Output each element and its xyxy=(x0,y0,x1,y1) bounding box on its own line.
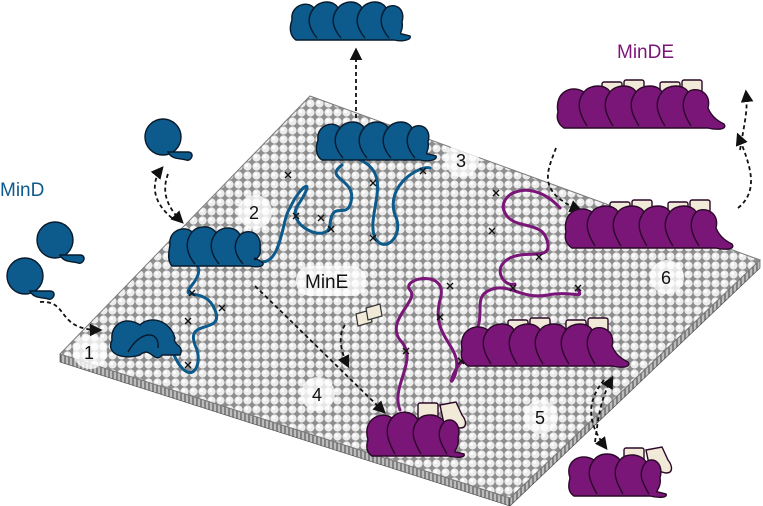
step-label-1: 1 xyxy=(84,343,94,363)
mind-protein-filament-step2 xyxy=(167,226,264,268)
minde-label: MinDE xyxy=(617,42,674,63)
arrow-to-step4 xyxy=(254,285,386,414)
step-badge-3 xyxy=(445,143,479,177)
anchor-crosses xyxy=(184,167,582,369)
step-label-6: 6 xyxy=(661,268,671,288)
minde-complex-step5 xyxy=(460,317,630,368)
arrow-mind-down xyxy=(164,173,184,224)
arrow-minde-up xyxy=(594,375,614,443)
arrow-mind-up xyxy=(150,166,173,219)
mind-protein-filament-step3 xyxy=(315,121,437,162)
mind-protein-single-b xyxy=(6,257,55,300)
minde-complex-released-bottom xyxy=(568,446,673,499)
step-badge-1 xyxy=(73,335,107,369)
mind-protein-single-a xyxy=(36,221,85,264)
arrow-minde-down xyxy=(590,379,608,451)
minde-tethers xyxy=(394,188,582,412)
minde-complex-step4 xyxy=(366,401,467,459)
step-label-3: 3 xyxy=(456,151,466,171)
mind-tethers xyxy=(172,158,432,374)
mind-protein-bound-step1 xyxy=(109,319,182,359)
mind-label: MinD xyxy=(0,180,44,201)
arrow-minde-leave xyxy=(735,132,752,209)
minde-complex-released-top xyxy=(556,79,726,130)
mind-protein-single-top xyxy=(144,118,193,161)
mine-label-backdrop xyxy=(296,266,366,296)
step-label-4: 4 xyxy=(312,385,322,405)
arrow-mind-attach xyxy=(39,301,103,337)
step-label-5: 5 xyxy=(535,408,545,428)
mind-protein-filament-released xyxy=(289,1,411,42)
arrow-minde-return xyxy=(739,89,754,151)
transition-arrows xyxy=(39,47,754,451)
step-label-2: 2 xyxy=(249,203,259,223)
arrow-mine-bind xyxy=(337,324,350,369)
arrow-minde-land xyxy=(547,147,583,213)
step-badges xyxy=(73,143,684,434)
step-badge-2 xyxy=(238,195,272,229)
step-badge-6 xyxy=(650,260,684,294)
step-badge-5 xyxy=(524,400,558,434)
mine-dimer-free xyxy=(355,303,383,327)
minde-complex-step6 xyxy=(564,199,734,250)
mine-label: MinE xyxy=(305,272,348,293)
step-badge-4 xyxy=(301,377,335,411)
